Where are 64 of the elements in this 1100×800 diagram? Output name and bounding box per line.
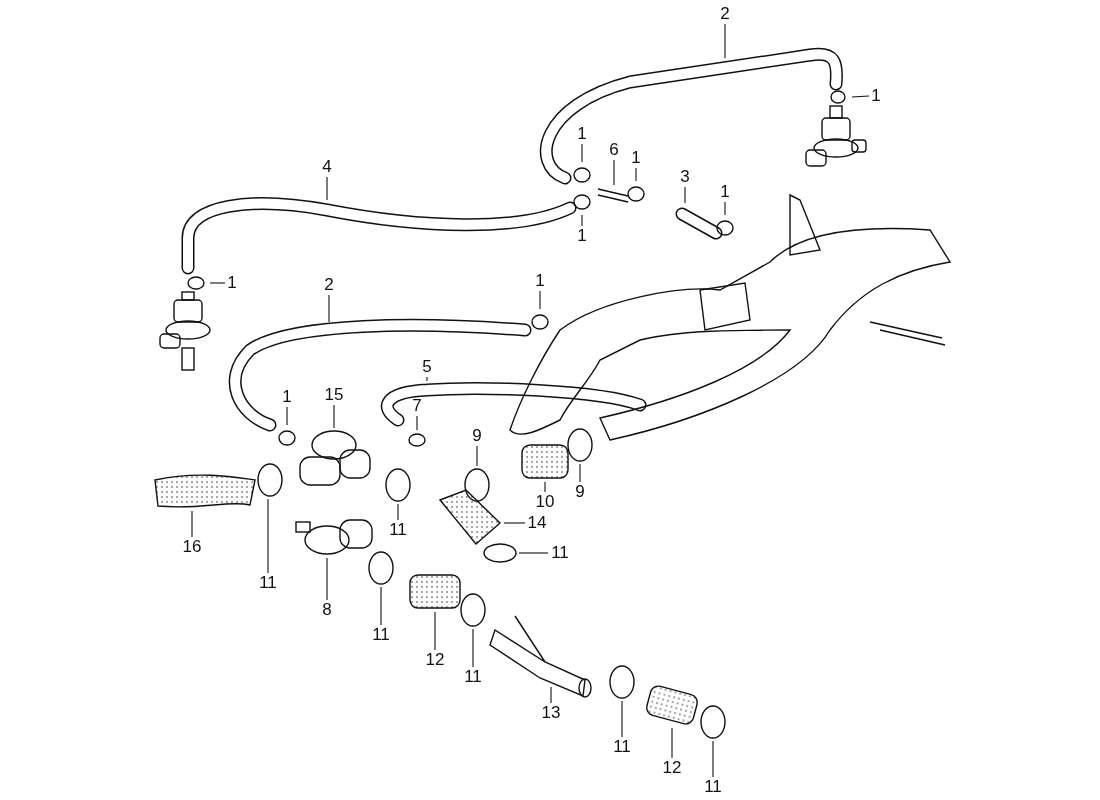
leader-line bbox=[191, 510, 193, 538]
callout-number: 1 bbox=[719, 183, 731, 201]
leader-line bbox=[671, 727, 673, 759]
leader-line bbox=[326, 557, 328, 601]
callout-number: 2 bbox=[323, 276, 335, 294]
callout-number: 11 bbox=[257, 574, 279, 592]
callout-number: 1 bbox=[281, 388, 293, 406]
callout-number: 16 bbox=[181, 538, 203, 556]
callout-number: 3 bbox=[679, 168, 691, 186]
callout-number: 12 bbox=[424, 651, 446, 669]
callout-number: 1 bbox=[630, 149, 642, 167]
leader-line bbox=[613, 159, 615, 186]
leader-line bbox=[328, 294, 330, 323]
callout-number: 11 bbox=[702, 778, 724, 796]
leader-line bbox=[476, 445, 478, 467]
leader-line bbox=[581, 143, 583, 163]
leader-line bbox=[380, 586, 382, 626]
callout-number: 7 bbox=[411, 397, 423, 415]
callout-number: 1 bbox=[534, 272, 546, 290]
leader-line bbox=[712, 740, 714, 778]
leader-line bbox=[326, 176, 328, 201]
leader-line bbox=[550, 686, 552, 704]
callout-number: 2 bbox=[719, 5, 731, 23]
leader-line bbox=[518, 552, 549, 554]
callout-number: 10 bbox=[534, 493, 556, 511]
leader-line bbox=[333, 404, 335, 429]
callout-number: 13 bbox=[540, 704, 562, 722]
leader-line bbox=[416, 415, 418, 431]
callout-number: 6 bbox=[608, 141, 620, 159]
callout-number: 5 bbox=[421, 358, 433, 376]
leader-line bbox=[724, 23, 726, 59]
leader-line bbox=[579, 463, 581, 483]
leader-line bbox=[472, 628, 474, 668]
leader-line bbox=[209, 282, 226, 284]
leader-line bbox=[426, 376, 428, 382]
callout-number: 11 bbox=[462, 668, 484, 686]
callout-number: 9 bbox=[574, 483, 586, 501]
callout-number: 1 bbox=[870, 87, 882, 105]
leader-line bbox=[635, 167, 637, 182]
leader-line bbox=[503, 522, 526, 524]
callout-number: 14 bbox=[526, 514, 548, 532]
leader-line bbox=[539, 290, 541, 310]
leader-line bbox=[621, 700, 623, 738]
callout-number: 11 bbox=[387, 521, 409, 539]
leader-line bbox=[724, 201, 726, 216]
callout-number: 4 bbox=[321, 158, 333, 176]
callout-number: 1 bbox=[226, 274, 238, 292]
leader-line bbox=[434, 611, 436, 651]
callout-number: 12 bbox=[661, 759, 683, 777]
leader-line bbox=[684, 186, 686, 204]
leader-line bbox=[581, 214, 583, 227]
leader-line bbox=[851, 95, 870, 98]
callout-number: 11 bbox=[549, 544, 571, 562]
callout-number: 1 bbox=[576, 227, 588, 245]
callout-number: 11 bbox=[611, 738, 633, 756]
leader-line bbox=[267, 498, 269, 574]
callout-number: 15 bbox=[323, 386, 345, 404]
leader-line bbox=[286, 406, 288, 426]
leader-line bbox=[544, 481, 546, 493]
callout-number: 8 bbox=[321, 601, 333, 619]
leader-line bbox=[397, 503, 399, 521]
callout-number: 9 bbox=[471, 427, 483, 445]
callout-number: 11 bbox=[370, 626, 392, 644]
callout-number: 1 bbox=[576, 125, 588, 143]
